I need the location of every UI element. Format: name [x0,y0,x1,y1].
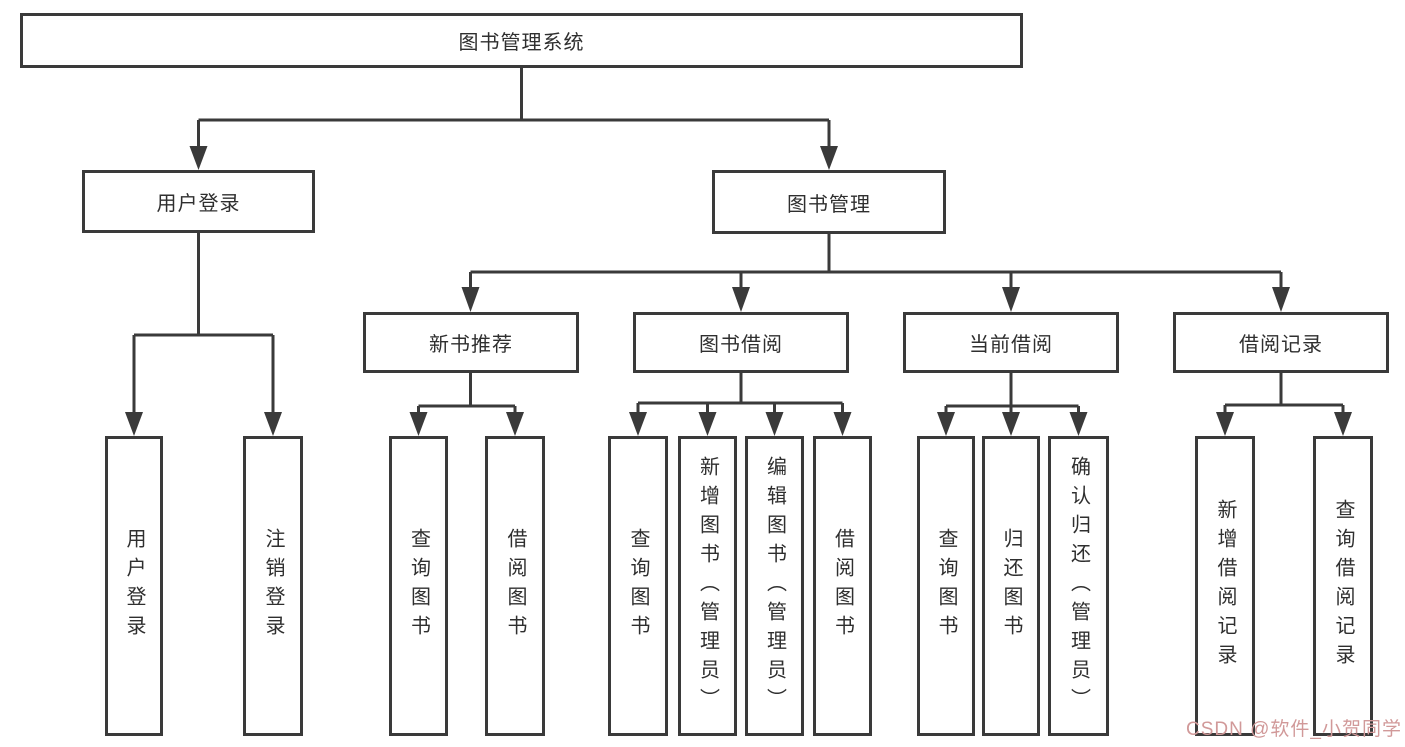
csdn-watermark: CSDN @软件_小贺同学 [1186,719,1402,740]
leaf-return-books: 归还图书 [982,436,1040,736]
node-borrow-records: 借阅记录 [1173,312,1389,373]
node-book-borrow: 图书借阅 [633,312,849,373]
leaf-add-book-admin: 新增图书（管理员） [678,436,737,736]
leaf-borrow-books: 借阅图书 [813,436,872,736]
leaf-confirm-return-admin: 确认归还（管理员） [1048,436,1109,736]
leaf-query-books-recommend: 查询图书 [389,436,448,736]
leaf-add-borrow-record: 新增借阅记录 [1195,436,1255,736]
node-new-book-recommend: 新书推荐 [363,312,579,373]
leaf-query-books-current: 查询图书 [917,436,975,736]
leaf-borrow-books-recommend-label: 借阅图书 [504,528,526,644]
leaf-edit-book-admin-label: 编辑图书（管理员） [763,455,786,717]
leaf-confirm-return-admin-label: 确认归还（管理员） [1067,455,1090,717]
leaf-user-login: 用户登录 [105,436,163,736]
leaf-add-borrow-record-label: 新增借阅记录 [1214,499,1236,673]
node-user-login: 用户登录 [82,170,315,233]
leaf-query-borrow-record-label: 查询借阅记录 [1332,499,1354,673]
leaf-query-books-borrow: 查询图书 [608,436,668,736]
leaf-query-borrow-record: 查询借阅记录 [1313,436,1373,736]
leaf-query-books-recommend-label: 查询图书 [407,528,430,644]
leaf-user-login-label: 用户登录 [123,528,145,644]
leaf-logout-label: 注销登录 [262,528,284,644]
leaf-query-books-current-label: 查询图书 [935,528,957,644]
leaf-return-books-label: 归还图书 [1000,528,1022,644]
node-current-borrow: 当前借阅 [903,312,1119,373]
leaf-logout: 注销登录 [243,436,303,736]
node-book-management: 图书管理 [712,170,946,234]
leaf-add-book-admin-label: 新增图书（管理员） [696,455,719,717]
leaf-query-books-borrow-label: 查询图书 [627,528,649,644]
node-book-management-system: 图书管理系统 [20,13,1023,68]
leaf-borrow-books-label: 借阅图书 [831,528,854,644]
leaf-borrow-books-recommend: 借阅图书 [485,436,545,736]
leaf-edit-book-admin: 编辑图书（管理员） [745,436,804,736]
